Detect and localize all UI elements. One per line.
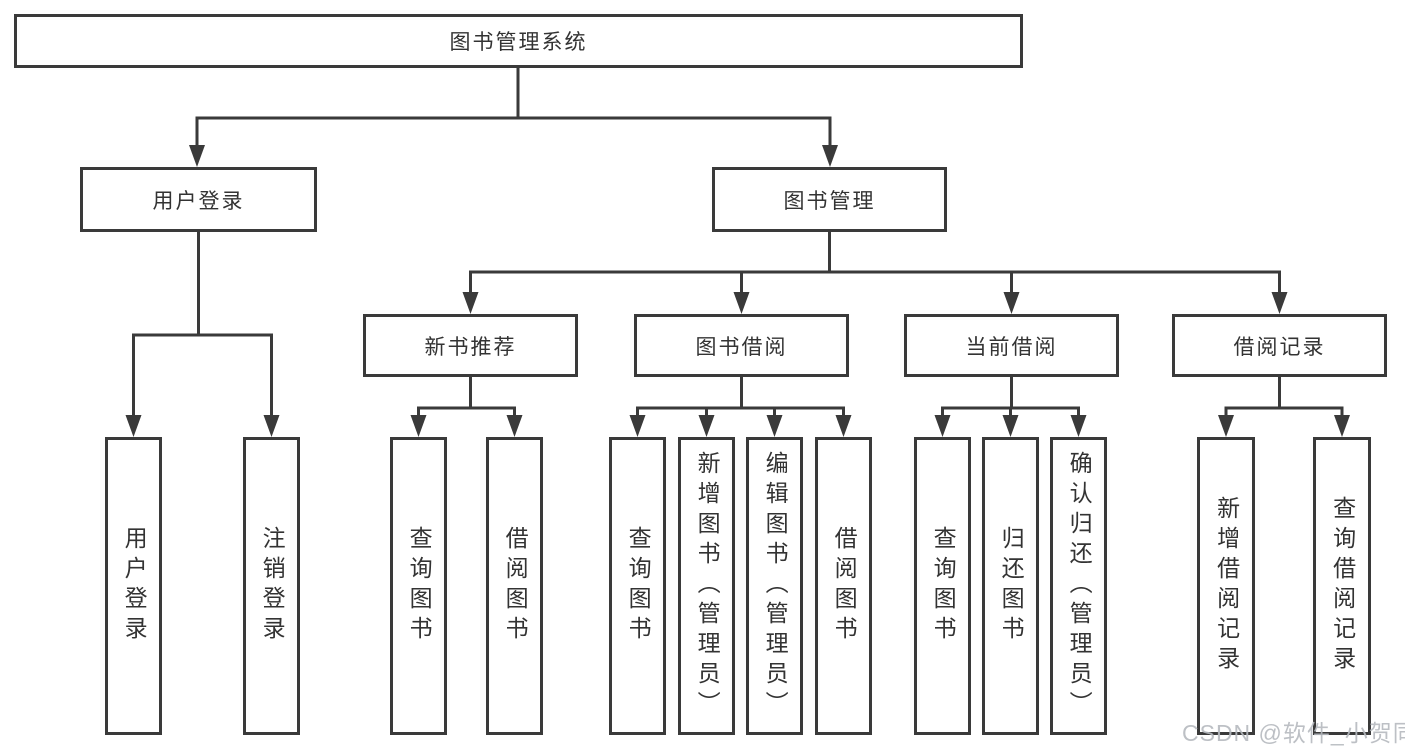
node-current-borrow: 当前借阅	[904, 314, 1119, 377]
leaf-bb-add-book-admin: 新增图书（管理员）	[678, 437, 735, 735]
node-borrow-records-label: 借阅记录	[1233, 335, 1326, 359]
leaf-logout-label: 注销登录	[259, 526, 286, 646]
node-user-login: 用户登录	[80, 167, 317, 232]
node-book-borrow-label: 图书借阅	[695, 335, 788, 359]
leaf-cb-confirm-return-admin-label: 确认归还（管理员）	[1066, 451, 1093, 721]
node-borrow-records: 借阅记录	[1172, 314, 1387, 377]
leaf-cb-query-books-label: 查询图书	[930, 526, 957, 646]
leaf-cb-query-books: 查询图书	[914, 437, 971, 735]
leaf-logout: 注销登录	[243, 437, 300, 735]
leaf-user-login-label: 用户登录	[121, 526, 148, 646]
leaf-nb-borrow-books: 借阅图书	[486, 437, 543, 735]
leaf-bb-query-books-label: 查询图书	[625, 526, 652, 646]
node-new-book-recommend-label: 新书推荐	[424, 335, 517, 359]
leaf-bb-borrow-books: 借阅图书	[815, 437, 872, 735]
leaf-nb-query-books: 查询图书	[390, 437, 447, 735]
node-book-management: 图书管理	[712, 167, 947, 232]
leaf-br-query-record-label: 查询借阅记录	[1329, 496, 1356, 676]
leaf-br-query-record: 查询借阅记录	[1313, 437, 1371, 735]
leaf-nb-borrow-books-label: 借阅图书	[502, 526, 529, 646]
leaf-br-add-record: 新增借阅记录	[1197, 437, 1255, 735]
node-user-login-label: 用户登录	[152, 189, 245, 213]
arrowhead-icons	[125, 145, 1350, 437]
node-root: 图书管理系统	[14, 14, 1023, 68]
leaf-bb-add-book-admin-label: 新增图书（管理员）	[694, 451, 721, 721]
leaf-bb-borrow-books-label: 借阅图书	[831, 526, 858, 646]
node-book-borrow: 图书借阅	[634, 314, 849, 377]
leaf-cb-return-books: 归还图书	[982, 437, 1039, 735]
leaf-bb-query-books: 查询图书	[609, 437, 666, 735]
node-current-borrow-label: 当前借阅	[965, 335, 1058, 359]
leaf-bb-edit-book-admin: 编辑图书（管理员）	[746, 437, 803, 735]
node-root-label: 图书管理系统	[449, 31, 588, 54]
node-new-book-recommend: 新书推荐	[363, 314, 578, 377]
leaf-cb-confirm-return-admin: 确认归还（管理员）	[1050, 437, 1107, 735]
leaf-nb-query-books-label: 查询图书	[406, 526, 433, 646]
leaf-br-add-record-label: 新增借阅记录	[1213, 496, 1240, 676]
leaf-cb-return-books-label: 归还图书	[998, 526, 1025, 646]
node-book-management-label: 图书管理	[783, 189, 876, 213]
leaf-user-login: 用户登录	[105, 437, 162, 735]
csdn-watermark: CSDN @软件_小贺同学	[1182, 720, 1405, 746]
leaf-bb-edit-book-admin-label: 编辑图书（管理员）	[762, 451, 789, 721]
